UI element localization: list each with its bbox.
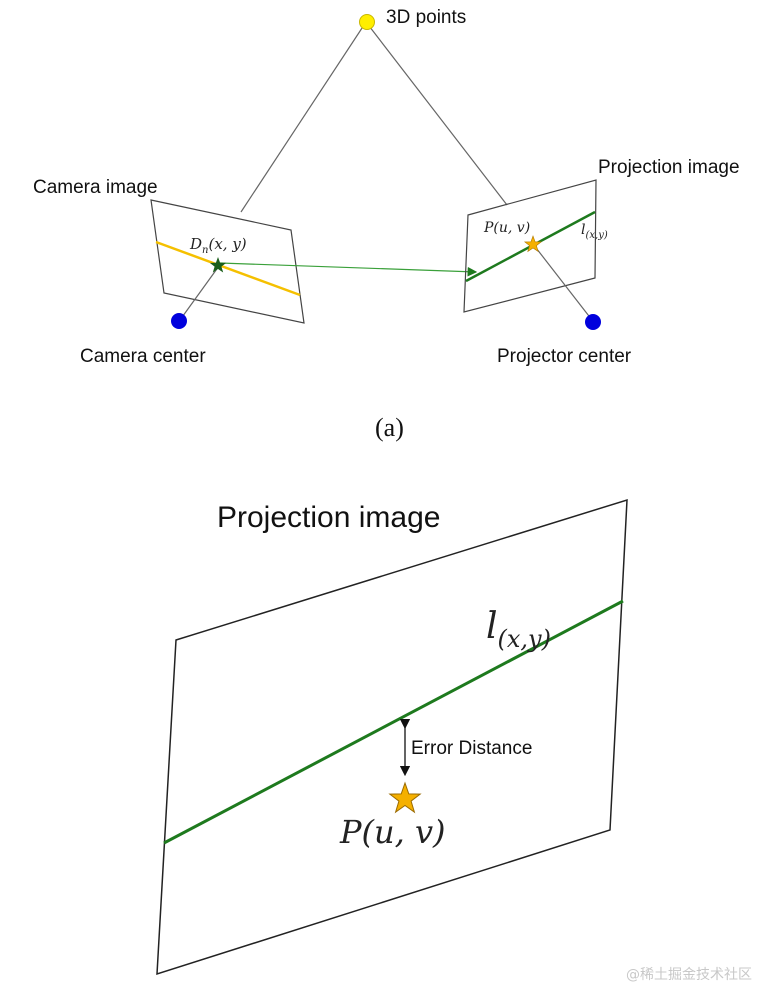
ray-3d-to-projector bbox=[365, 21, 508, 206]
camera-image-label: Camera image bbox=[33, 177, 158, 198]
ray-to-camera-center bbox=[179, 265, 220, 321]
camera-image-plane bbox=[150, 199, 305, 324]
projection-image-plane-small bbox=[463, 179, 597, 313]
projector-center-dot bbox=[585, 314, 601, 330]
camera-center-dot bbox=[171, 313, 187, 329]
ray-3d-to-camera bbox=[240, 21, 367, 213]
projector-center-label: Projector center bbox=[497, 346, 632, 367]
l-xy-label-small: l(x,y) bbox=[581, 222, 608, 241]
ray-to-projector-center bbox=[532, 243, 593, 321]
figure-a: 3D points Camera image Projection image … bbox=[33, 7, 740, 442]
p-uv-label-small: P(u, v) bbox=[483, 220, 530, 236]
figure-b: Projection image l(x,y) Error Distance P… bbox=[156, 498, 628, 976]
l-xy-label-large: l(x,y) bbox=[486, 606, 551, 653]
watermark: @稀土掘金技术社区 bbox=[626, 967, 752, 983]
correspondence-arrow bbox=[219, 262, 478, 277]
error-distance-label: Error Distance bbox=[411, 738, 532, 759]
3d-point-dot bbox=[359, 14, 375, 30]
camera-pixel-star bbox=[209, 257, 227, 273]
projection-image-plane-large bbox=[156, 498, 628, 976]
camera-epipolar-line bbox=[155, 240, 301, 297]
epipolar-line-large bbox=[163, 599, 624, 845]
camera-center-label: Camera center bbox=[80, 346, 206, 367]
projector-pixel-star bbox=[523, 235, 543, 253]
projection-image-label-small: Projection image bbox=[598, 157, 740, 178]
projection-image-title: Projection image bbox=[217, 501, 440, 534]
dn-label: Dn(x, y) bbox=[189, 235, 247, 256]
3d-points-label: 3D points bbox=[386, 7, 466, 28]
p-uv-label-large: P(u, v) bbox=[339, 813, 446, 851]
caption-a: (a) bbox=[375, 413, 404, 442]
p-uv-star-large bbox=[388, 781, 422, 814]
